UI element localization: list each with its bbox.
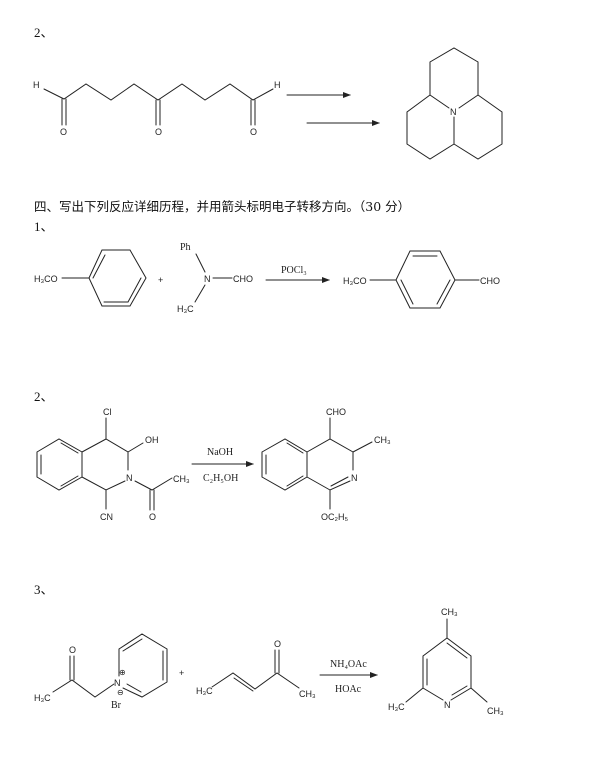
isoquinoline-reactant: Cl OH N CN CH₃ O [36, 407, 190, 522]
pyridinium-salt-reactant: H₃C O N ⊕ ⊖ Br [34, 633, 168, 711]
item-number: 3、 [34, 582, 54, 597]
atom-label: O [274, 639, 281, 649]
section-heading: 四、写出下列反应详细历程，并用箭头标明电子转移方向。（30 分） [34, 199, 410, 214]
reagent-label: POCl₃ [281, 265, 307, 276]
atom-label: OC₂H₅ [321, 512, 348, 522]
triketone-reactant: H O O O H [33, 80, 281, 137]
atom-label: H₃C [177, 304, 194, 314]
atom-label: H₃C [196, 686, 213, 696]
atom-label: H₃CO [343, 276, 367, 286]
plus-sign: + [179, 668, 184, 678]
dihydroisoquinoline-product: CHO CH₃ N OC₂H₅ [261, 407, 391, 522]
atom-label: CHO [233, 274, 253, 284]
atom-label: CHO [326, 407, 346, 417]
collidine-product: CH₃ N H₃C CH₃ [388, 607, 504, 716]
plus-sign: + [158, 275, 163, 285]
atom-label: CH₃ [173, 474, 190, 484]
atom-label: N [204, 274, 211, 284]
atom-label: Br [111, 700, 122, 711]
julolidine-product: N [406, 47, 503, 160]
reagent-label: NaOH [207, 447, 233, 458]
atom-label: N [114, 678, 121, 688]
atom-label: O [149, 512, 156, 522]
atom-label: Cl [103, 407, 112, 417]
atom-label: N [450, 107, 457, 117]
item-number: 2、 [34, 389, 54, 404]
atom-label: H [274, 80, 281, 90]
atom-label: H₃CO [34, 274, 58, 284]
atom-label: CH₃ [299, 689, 316, 699]
positive-charge: ⊕ [119, 668, 126, 677]
item-number: 1、 [34, 219, 54, 234]
atom-label: H₃C [388, 702, 405, 712]
anisole-reactant: H₃CO [34, 249, 147, 307]
anisaldehyde-product: H₃CO CHO [343, 250, 500, 309]
formanilide-reactant: Ph N CHO H₃C [177, 242, 253, 314]
item-number: 2、 [34, 25, 54, 40]
atom-label: CHO [480, 276, 500, 286]
atom-label: Ph [180, 242, 191, 253]
atom-label: O [155, 127, 162, 137]
reagent-label: NH₄OAc [330, 659, 367, 670]
atom-label: CH₃ [441, 607, 458, 617]
atom-label: N [126, 473, 133, 483]
atom-label: O [60, 127, 67, 137]
atom-label: H₃C [34, 693, 51, 703]
atom-label: H [33, 80, 40, 90]
atom-label: CN [100, 512, 113, 522]
atom-label: N [351, 473, 358, 483]
atom-label: CH₃ [487, 706, 504, 716]
atom-label: N [444, 700, 451, 710]
atom-label: OH [145, 435, 159, 445]
atom-label: O [69, 645, 76, 655]
pentenone-reactant: H₃C O CH₃ [196, 639, 316, 699]
atom-label: O [250, 127, 257, 137]
atom-label: CH₃ [374, 435, 391, 445]
solvent-label: C₂H₅OH [203, 473, 238, 484]
solvent-label: HOAc [335, 684, 362, 695]
negative-charge: ⊖ [117, 688, 124, 697]
